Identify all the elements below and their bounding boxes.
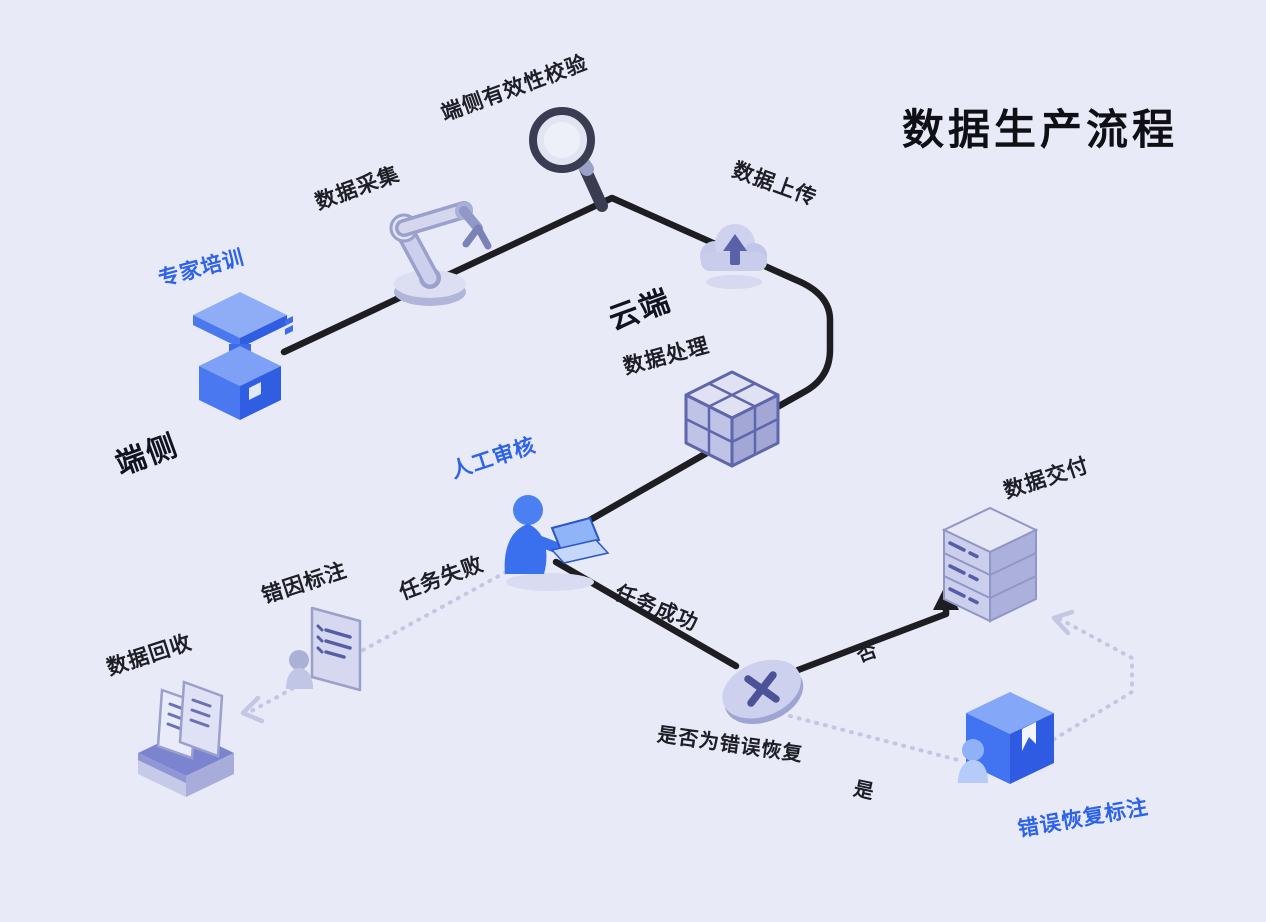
edge-recovery-to-delivery-dotted (1044, 616, 1134, 746)
decision-x-node (722, 659, 804, 725)
diagram-title: 数据生产流程 (902, 106, 1179, 153)
recycle-box-icon (138, 680, 234, 797)
magnifier-icon (529, 107, 608, 212)
cube-blocks-icon (684, 370, 780, 468)
server-stack-icon (941, 506, 1039, 623)
chevron-recycle (240, 695, 265, 724)
edge-processing-to-review (586, 446, 716, 524)
cloud-upload-icon (700, 224, 767, 289)
edge-decision-to-recovery-dotted (788, 714, 960, 762)
edge-device-to-processing (280, 194, 834, 414)
blue-book-person-icon (958, 692, 1054, 784)
robot-arm-icon (389, 201, 492, 306)
annotated-document-icon (286, 606, 362, 692)
chevron-delivery (1051, 609, 1075, 636)
person-laptop-icon (504, 495, 610, 591)
graduation-podium-icon (193, 292, 293, 420)
